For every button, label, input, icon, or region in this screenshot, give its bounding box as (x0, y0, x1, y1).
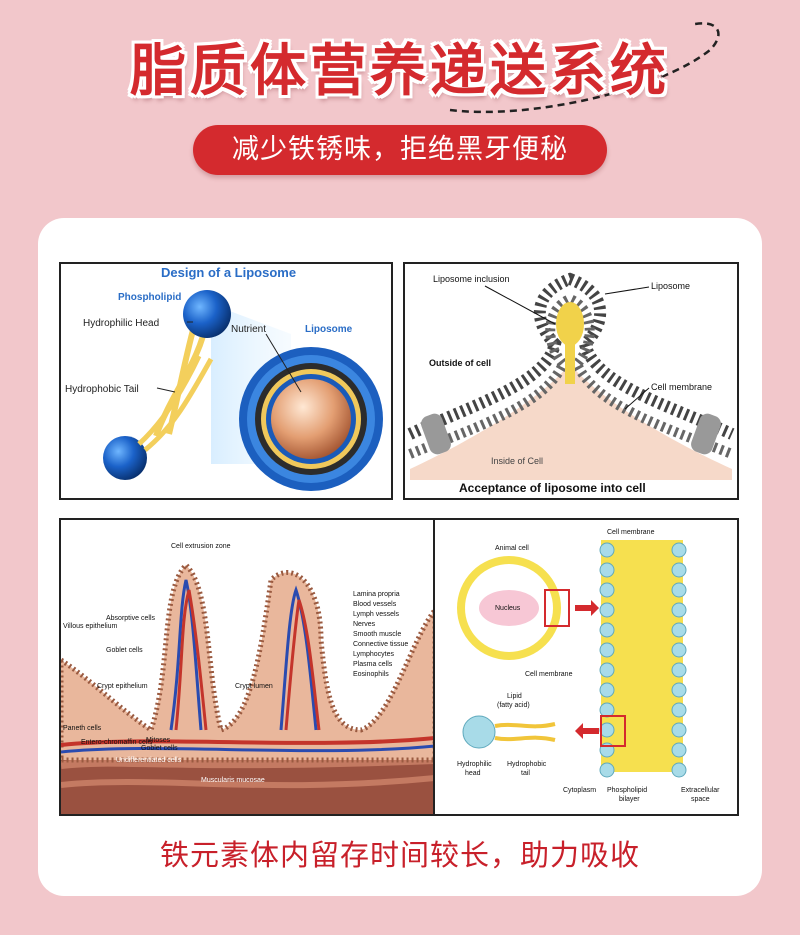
hydrophobic-tail-label: Hydrophobic Tail (65, 384, 139, 395)
lamina-item: Lymph vessels (353, 611, 400, 618)
lamina-item: Lamina propria (353, 591, 400, 598)
inside-cell-label: Inside of Cell (491, 456, 543, 466)
liposome-label: Liposome (305, 324, 353, 335)
nucleus-label: Nucleus (495, 605, 521, 612)
outside-cell-label: Outside of cell (429, 358, 491, 368)
lamina-item: Connective tissue (353, 641, 408, 648)
head-label: head (465, 770, 481, 777)
lamina-item: Nerves (353, 621, 376, 628)
cell-membrane-figure: Cell membrane Nucleus Animal cell Cell m… (433, 518, 739, 816)
paneth-label: Paneth cells (63, 725, 102, 732)
mitoses-label: Mitoses (146, 737, 171, 744)
uptake-caption: Acceptance of liposome into cell (459, 481, 646, 495)
phospholipid-label-2: Phospholipid (607, 787, 647, 794)
membrane-top-label: Cell membrane (607, 529, 655, 536)
lamina-item: Lymphocytes (353, 651, 394, 658)
goblet-label: Goblet cells (106, 647, 143, 654)
tail-label: tail (521, 770, 530, 777)
bilayer-label: bilayer (619, 796, 640, 803)
extracellular-label: Extracellular (681, 787, 720, 794)
hydrophilic-head-label: Hydrophilic Head (83, 318, 159, 329)
page-title: 脂质体营养递送系统 (130, 39, 670, 104)
fatty-acid-label: (fatty acid) (497, 702, 530, 709)
decorative-swoosh (449, 22, 720, 114)
lamina-item: Smooth muscle (353, 631, 401, 638)
liposome-inclusion-label: Liposome inclusion (433, 274, 510, 284)
design-title: Design of a Liposome (161, 265, 296, 280)
phospholipid-label: Phospholipid (118, 292, 181, 303)
villous-label: Villous epithelium (63, 623, 118, 630)
cytoplasm-label: Cytoplasm (563, 787, 596, 794)
liposome-design-figure: Design of a Liposome Phospholipid Hydrop… (59, 262, 393, 500)
lamina-item: Eosinophils (353, 671, 389, 678)
lamina-propria-list: Lamina propria Blood vessels Lymph vesse… (353, 591, 408, 678)
intestinal-villi-figure: Cell extrusion zone Villous epithelium A… (59, 518, 437, 816)
hydrophobic-label: Hydrophobic (507, 761, 547, 768)
space-label: space (691, 796, 710, 803)
goblet-cells-2-label: Goblet cells (141, 745, 178, 752)
enterochromaffin-label: Entero-chromaffin cells (81, 739, 153, 746)
uptake-liposome-label: Liposome (651, 281, 690, 291)
subtitle-badge: 减少铁锈味，拒绝黑牙便秘 (193, 125, 607, 175)
animal-cell-label: Animal cell (495, 545, 529, 552)
lamina-item: Plasma cells (353, 661, 393, 668)
cell-uptake-figure: Liposome inclusion Liposome Outside of c… (403, 262, 739, 500)
nutrient-label: Nutrient (231, 324, 266, 335)
muscularis-label: Muscularis mucosae (201, 777, 265, 784)
hydrophilic-label: Hydrophilic (457, 761, 492, 768)
extrusion-zone-label: Cell extrusion zone (171, 543, 231, 550)
animal-membrane-label: Cell membrane (525, 671, 573, 678)
lamina-item: Blood vessels (353, 601, 397, 608)
cell-membrane-label: Cell membrane (651, 382, 712, 392)
crypt-lumen-label: Crypt lumen (235, 683, 273, 690)
undifferentiated-label: Undifferentiated cells (116, 757, 182, 764)
footer-caption: 铁元素体内留存时间较长，助力吸收 (159, 838, 640, 872)
absorptive-label: Absorptive cells (106, 615, 156, 622)
lipid-label: Lipid (507, 693, 522, 700)
crypt-epithelium-label: Crypt epithelium (97, 683, 148, 690)
